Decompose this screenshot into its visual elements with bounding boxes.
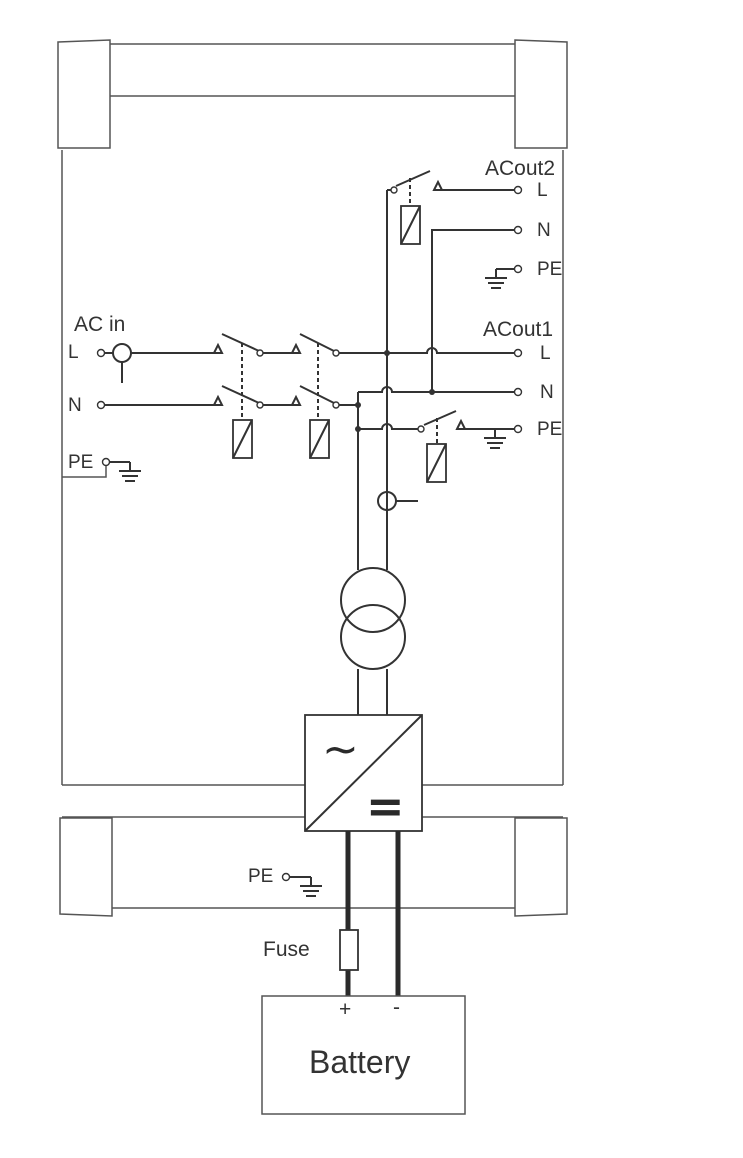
foot-bottom-right (514, 817, 568, 917)
acout2-pe-label: PE (537, 259, 562, 280)
ground-icon (109, 461, 141, 482)
ac-in-pe-terminal (101, 457, 111, 467)
internal-bus (339, 190, 515, 570)
fuse-symbol (339, 929, 359, 971)
acout2-terminals: ACout2 L N PE (485, 157, 562, 289)
chassis-pe: PE (248, 866, 322, 897)
foot-bottom-left (59, 817, 113, 917)
ac-in-l-label: L (68, 342, 79, 363)
ground-icon (485, 268, 515, 289)
battery-plus-label: + (339, 998, 351, 1021)
acout1-terminals: ACout1 L N PE (483, 318, 562, 440)
battery-label: Battery (309, 1044, 410, 1080)
acout1-label: ACout1 (483, 318, 553, 341)
input-relay-2 (290, 333, 340, 459)
acout2-n-label: N (537, 220, 551, 241)
dc-wiring: Fuse (263, 831, 401, 996)
ground-icon (484, 429, 506, 449)
input-relay-1 (212, 333, 292, 459)
inverter-charger-block: ~ = (304, 714, 423, 833)
chassis-pe-label: PE (248, 866, 273, 887)
acout2-l-label: L (537, 180, 548, 201)
dc-equals-symbol: = (366, 779, 405, 833)
ground-relay (417, 410, 515, 483)
ground-icon (289, 876, 322, 897)
acout1-n-label: N (540, 382, 554, 403)
battery-minus-label: - (393, 996, 400, 1019)
acout2-relay (387, 170, 515, 245)
acout2-label: ACout2 (485, 157, 555, 180)
ac-in-n-label: N (68, 395, 82, 416)
fuse-label: Fuse (263, 938, 310, 961)
ac-in-pe-label: PE (68, 452, 93, 473)
ac-in-n-terminal (96, 400, 106, 410)
battery: + - Battery (261, 995, 466, 1115)
input-current-sensor (112, 343, 132, 363)
acout1-l-label: L (540, 343, 551, 364)
ac-in-label: AC in (74, 313, 125, 336)
handle-top-right (514, 39, 568, 149)
handle-top-left (57, 39, 111, 149)
ac-in-l-terminal (96, 348, 106, 358)
ac-tilde-symbol: ~ (322, 724, 359, 775)
ac-input-section: AC in L N PE (62, 313, 214, 482)
transformer (340, 567, 406, 715)
acout1-pe-label: PE (537, 419, 562, 440)
